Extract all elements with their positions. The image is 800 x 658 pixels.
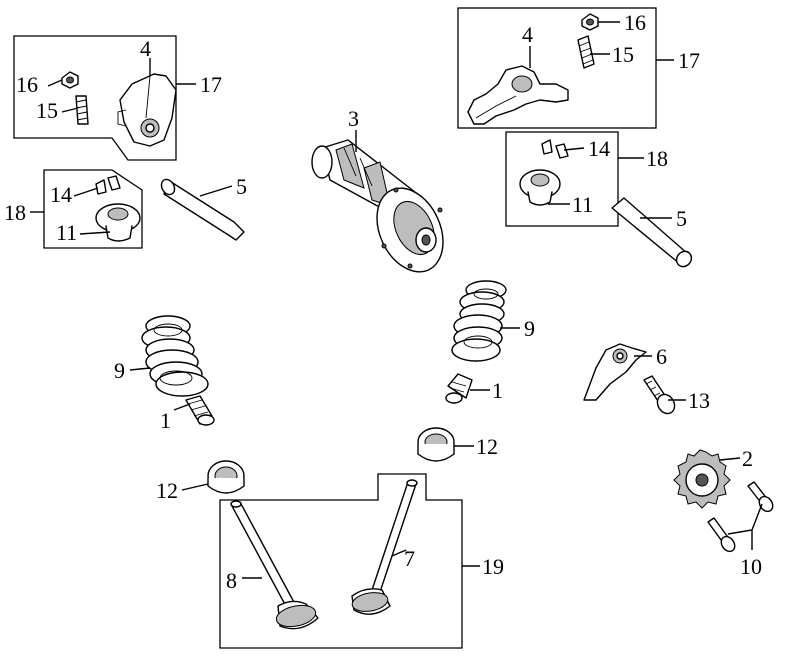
- intake-valve-7: [351, 479, 418, 615]
- callout-7: 7: [404, 546, 415, 571]
- callout-17-left: 17: [200, 72, 222, 97]
- valve-stem-seal-left: [185, 395, 215, 426]
- group-17-right-frame: [457, 7, 657, 129]
- callout-12-left: 12: [156, 478, 178, 503]
- valve-spring-retainer-right: [519, 169, 561, 206]
- callout-5-left: 5: [236, 174, 247, 199]
- callout-8: 8: [226, 568, 237, 593]
- callout-18-right: 18: [646, 146, 668, 171]
- group-18-left-frame: [43, 169, 143, 249]
- callout-12-right: 12: [476, 434, 498, 459]
- callout-9-left: 9: [114, 358, 125, 383]
- camshaft: [311, 139, 444, 273]
- callout-11-right: 11: [572, 192, 593, 217]
- rocker-shaft-left: [160, 178, 245, 241]
- callout-2: 2: [742, 446, 753, 471]
- valve-seat-ring-right: [417, 427, 455, 462]
- adjuster-screw-right: [577, 35, 595, 69]
- valve-seat-ring-left: [207, 460, 245, 494]
- sprocket-bolt-lower: [707, 517, 736, 553]
- callout-14-left: 14: [50, 182, 72, 207]
- group-17-left-frame: [13, 35, 177, 161]
- lock-nut-right: [581, 13, 599, 31]
- leader-lines: [30, 21, 763, 579]
- rocker-arm-right: [467, 65, 569, 125]
- valve-spring-left: [141, 315, 209, 397]
- cotters-left: [95, 175, 121, 195]
- callout-11-left: 11: [56, 220, 77, 245]
- callout-16-right: 16: [624, 10, 646, 35]
- callout-17-right: 17: [678, 48, 700, 73]
- callout-18-left: 18: [4, 200, 26, 225]
- callout-3: 3: [348, 106, 359, 131]
- callout-1-right: 1: [492, 378, 503, 403]
- valve-spring-retainer-left: [95, 203, 141, 242]
- callout-4-right: 4: [522, 22, 533, 47]
- callout-15-left: 15: [36, 98, 58, 123]
- callout-4-left: 4: [140, 36, 151, 61]
- valve-stem-seal-right: [445, 373, 473, 404]
- callout-16-left: 16: [16, 72, 38, 97]
- group-19-frame: [219, 473, 463, 649]
- callout-6: 6: [656, 344, 667, 369]
- cam-sprocket: [673, 449, 731, 509]
- decompressor-lever: [583, 343, 647, 401]
- valve-spring-right: [451, 280, 507, 362]
- callout-1-left: 1: [160, 408, 171, 433]
- group-18-right-frame: [505, 131, 619, 227]
- rocker-arm-left: [117, 73, 177, 147]
- cotters-right: [541, 139, 569, 159]
- rocker-shaft-right: [611, 197, 693, 268]
- sprocket-bolt-upper: [747, 481, 774, 513]
- exhaust-valve-8: [230, 500, 319, 630]
- callout-10: 10: [740, 554, 762, 579]
- callout-13: 13: [688, 388, 710, 413]
- callout-14-right: 14: [588, 136, 610, 161]
- callout-5-right: 5: [676, 206, 687, 231]
- adjuster-screw-left: [75, 95, 89, 125]
- callout-19: 19: [482, 554, 504, 579]
- callout-9-right: 9: [524, 316, 535, 341]
- lock-nut-left: [61, 71, 79, 89]
- callout-15-right: 15: [612, 42, 634, 67]
- bolt-13: [643, 375, 676, 415]
